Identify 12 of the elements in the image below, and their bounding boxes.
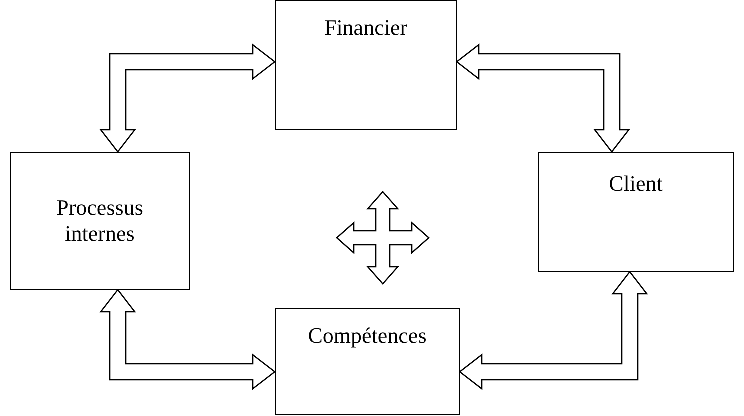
box-label: Financier (323, 15, 409, 41)
text-box (275, 0, 457, 130)
double-arrow (100, 44, 276, 154)
double-arrow (100, 288, 276, 390)
double-arrow (458, 270, 648, 390)
box-label: Client (608, 171, 664, 197)
text-box (10, 152, 190, 290)
box-label: Processus internes (56, 195, 144, 247)
text-box (275, 308, 460, 415)
double-arrow (456, 44, 630, 154)
text-box (538, 152, 734, 272)
box-label: Compétences (307, 323, 428, 349)
